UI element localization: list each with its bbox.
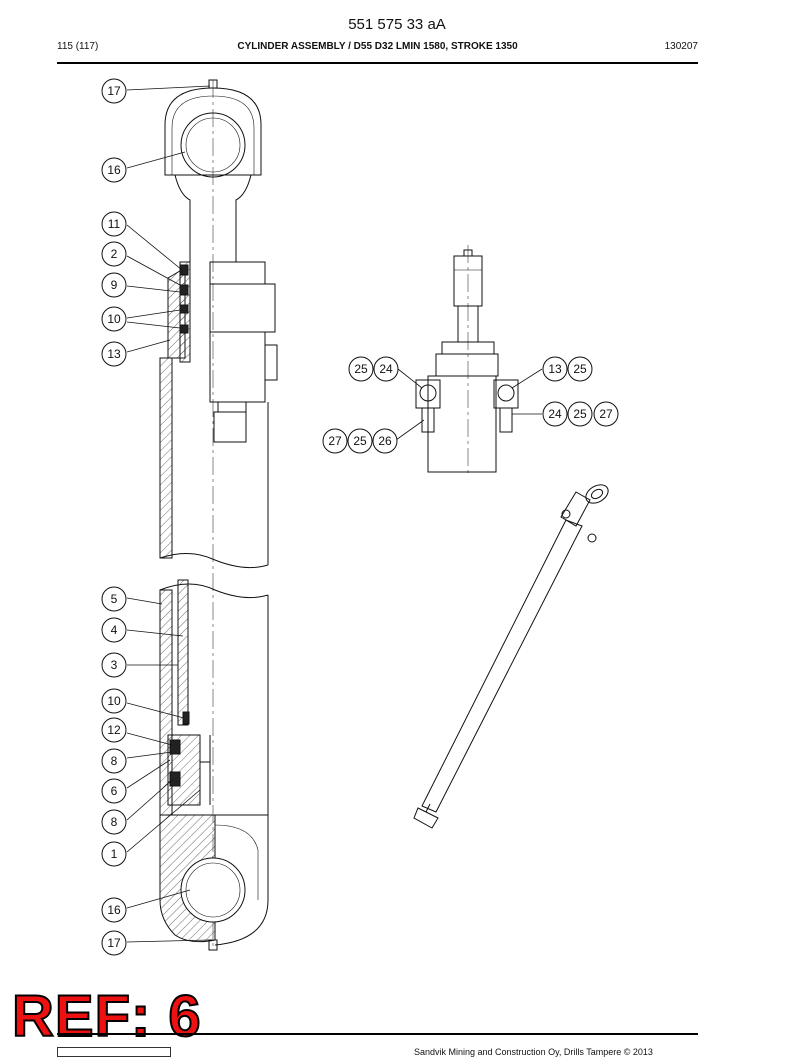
callout-11: 11 bbox=[101, 211, 127, 237]
svg-text:25: 25 bbox=[573, 362, 587, 376]
callout-4: 4 bbox=[101, 617, 127, 643]
callout-25-c: 25 bbox=[567, 401, 593, 427]
callout-2: 2 bbox=[101, 241, 127, 267]
callout-24-a: 24 bbox=[373, 356, 399, 382]
main-cylinder-view bbox=[159, 79, 278, 951]
svg-text:8: 8 bbox=[111, 815, 118, 829]
company-logo-strip bbox=[57, 1047, 171, 1057]
svg-text:25: 25 bbox=[353, 434, 367, 448]
callout-25-a: 25 bbox=[348, 356, 374, 382]
svg-text:9: 9 bbox=[111, 278, 118, 292]
svg-text:12: 12 bbox=[107, 723, 121, 737]
svg-text:24: 24 bbox=[548, 407, 562, 421]
callout-10-lower: 10 bbox=[101, 688, 127, 714]
callout-8-lower: 8 bbox=[101, 809, 127, 835]
svg-text:10: 10 bbox=[107, 694, 121, 708]
callout-1: 1 bbox=[101, 841, 127, 867]
callout-8-upper: 8 bbox=[101, 748, 127, 774]
document-date: 130207 bbox=[664, 41, 698, 52]
callout-12: 12 bbox=[101, 717, 127, 743]
leader-lines-main bbox=[126, 85, 211, 943]
svg-text:3: 3 bbox=[111, 658, 118, 672]
callout-17-top: 17 bbox=[101, 78, 127, 104]
footer-rule bbox=[57, 1033, 698, 1035]
callout-3: 3 bbox=[101, 652, 127, 678]
svg-text:16: 16 bbox=[107, 163, 121, 177]
svg-text:4: 4 bbox=[111, 623, 118, 637]
svg-text:8: 8 bbox=[111, 754, 118, 768]
header-rule bbox=[57, 62, 698, 64]
svg-text:25: 25 bbox=[573, 407, 587, 421]
svg-text:17: 17 bbox=[107, 936, 121, 950]
callout-9: 9 bbox=[101, 272, 127, 298]
callout-6: 6 bbox=[101, 778, 127, 804]
callout-25-d: 25 bbox=[347, 428, 373, 454]
header-row: 115 (117) CYLINDER ASSEMBLY / D55 D32 LM… bbox=[57, 41, 698, 57]
svg-text:5: 5 bbox=[111, 592, 118, 606]
svg-text:6: 6 bbox=[111, 784, 118, 798]
callout-13-detail: 13 bbox=[542, 356, 568, 382]
callouts-main: 17 16 11 2 9 10 13 5 4 3 10 12 8 6 8 1 1… bbox=[101, 78, 127, 956]
svg-text:2: 2 bbox=[111, 247, 118, 261]
callout-16-bottom: 16 bbox=[101, 897, 127, 923]
svg-text:26: 26 bbox=[378, 434, 392, 448]
callout-16-top: 16 bbox=[101, 157, 127, 183]
svg-text:17: 17 bbox=[107, 84, 121, 98]
svg-text:1: 1 bbox=[111, 847, 118, 861]
callout-10-upper: 10 bbox=[101, 306, 127, 332]
page-count: 115 (117) bbox=[57, 41, 99, 52]
svg-text:25: 25 bbox=[354, 362, 368, 376]
callout-24-b: 24 bbox=[542, 401, 568, 427]
svg-text:13: 13 bbox=[107, 347, 121, 361]
callout-27-b: 27 bbox=[322, 428, 348, 454]
callout-26: 26 bbox=[372, 428, 398, 454]
svg-text:10: 10 bbox=[107, 312, 121, 326]
ref-stamp: REF: 6 bbox=[11, 984, 202, 1049]
document-title: CYLINDER ASSEMBLY / D55 D32 LMIN 1580, S… bbox=[237, 41, 518, 52]
callout-13: 13 bbox=[101, 341, 127, 367]
svg-text:13: 13 bbox=[548, 362, 562, 376]
copyright-text: Sandvik Mining and Construction Oy, Dril… bbox=[414, 1047, 653, 1057]
svg-text:27: 27 bbox=[599, 407, 613, 421]
svg-text:16: 16 bbox=[107, 903, 121, 917]
callout-25-b: 25 bbox=[567, 356, 593, 382]
callout-5: 5 bbox=[101, 586, 127, 612]
document-number: 551 575 33 aA bbox=[348, 16, 446, 33]
isometric-cylinder-view bbox=[413, 484, 609, 829]
detail-head-view bbox=[415, 245, 519, 475]
svg-text:24: 24 bbox=[379, 362, 393, 376]
callout-27-a: 27 bbox=[593, 401, 619, 427]
leader-lines-detail bbox=[395, 368, 543, 441]
svg-text:11: 11 bbox=[108, 217, 121, 231]
callout-17-bottom: 17 bbox=[101, 930, 127, 956]
svg-text:27: 27 bbox=[328, 434, 342, 448]
callouts-detail: 25 24 13 25 24 25 27 27 25 26 bbox=[322, 356, 619, 454]
